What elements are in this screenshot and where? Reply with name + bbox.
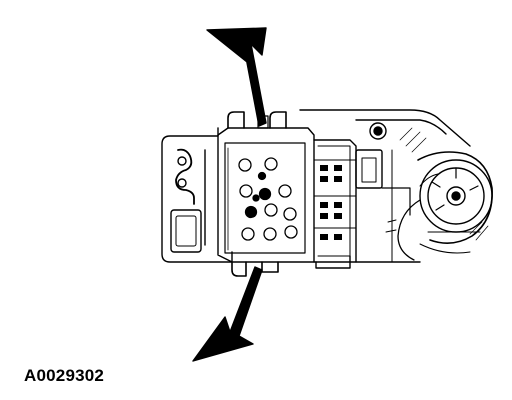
terminal-block — [313, 139, 383, 269]
mounting-bracket — [161, 127, 233, 263]
callout-arrow-upper — [206, 27, 267, 127]
callout-arrow-lower — [192, 266, 263, 362]
shading-hatch — [399, 127, 489, 241]
round-dial — [417, 151, 493, 254]
connector-holes — [238, 157, 298, 241]
figure-part-number: A0029302 — [24, 366, 105, 385]
cable-frame — [299, 109, 471, 263]
